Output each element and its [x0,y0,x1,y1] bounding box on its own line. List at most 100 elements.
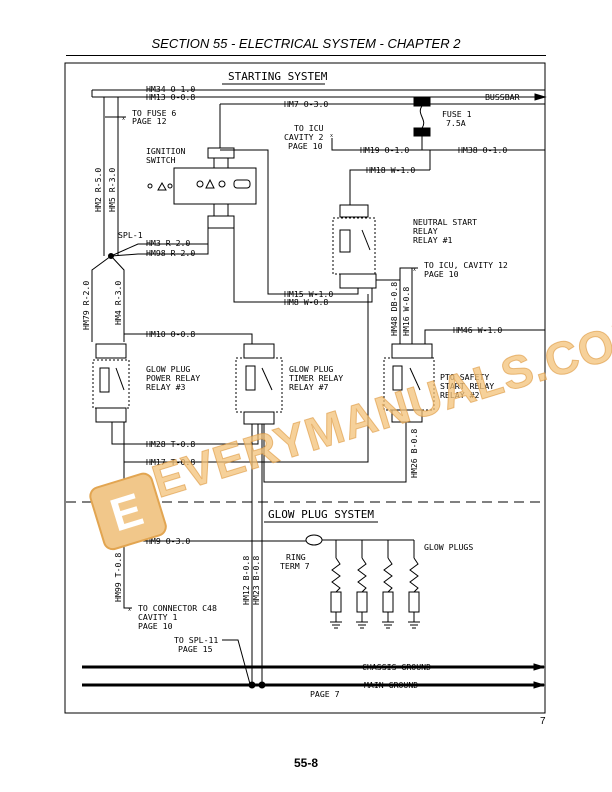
relay1-connector-bottom [339,273,377,289]
section-header: SECTION 55 - ELECTRICAL SYSTEM - CHAPTER… [151,36,461,51]
bussbar-label: BUSSBAR [485,92,520,102]
main-arrow [533,681,546,689]
relay3-connector-bottom [95,407,127,423]
ignition-switch-body [173,167,257,205]
spl1-label: SPL-1 [118,230,143,240]
relay2-connector-bottom [391,409,423,423]
ring-label-1: RING [286,552,306,562]
relay7-housing [235,357,283,413]
hm46-label: HM46 W-1.0 [453,325,502,335]
hm79-label: HM79 R-2.0 [81,281,91,330]
spl11-lead [222,639,251,685]
hm28-wire [111,422,259,445]
relay7-connector-bottom [243,411,275,425]
ignition-connector-bottom [207,215,235,229]
bussbar-arrow [534,93,547,101]
to-icu2-label-3: PAGE 10 [288,141,323,151]
to-icu2-label-2: CAVITY 2 [284,132,324,142]
relay1-switch [361,229,371,251]
ignition-label-2: SWITCH [146,155,176,165]
ring-terminal [305,534,323,546]
hm18-wire [349,169,430,205]
relay7-switch [261,367,273,391]
ignition-contact-2 [205,178,215,189]
diagram-frame [64,62,546,714]
glow-plug-system-title: GLOW PLUG SYSTEM [268,508,374,521]
to-icu12-label-1: TO ICU, CAVITY 12 [424,260,508,270]
relay1-coil [339,229,351,253]
hm15-wire [220,149,359,295]
to-c48-label-3: PAGE 10 [138,621,173,631]
fuse6-x: x [122,116,125,122]
to-icu2-label-1: TO ICU [294,123,324,133]
fuse1-connector-bottom [413,127,431,137]
icu12-lead [376,267,418,281]
icu2-x: x [330,133,333,139]
glow-plug-1 [330,540,342,629]
nsr-label-3: RELAY #1 [413,235,453,245]
hm79-wire [91,255,112,342]
hm18-label: HM18 W-1.0 [366,165,415,175]
hm26-label: HM26 B-0.8 [409,429,419,478]
glow-plugs-label: GLOW PLUGS [424,542,473,552]
ign-term-1 [147,183,153,189]
hm28-label: HM28 T-0.8 [146,439,195,449]
c48-x: x [128,607,131,613]
to-c48-label-1: TO CONNECTOR C48 [138,603,217,613]
hm17-label: HM17 T-0.8 [146,457,195,467]
hm98-wire [110,228,209,257]
relay1-housing [332,217,376,275]
hm48-label: HM48 DB-0.8 [389,282,399,336]
icu12-x: x [413,267,416,273]
hm16-label: HM16 W-0.8 [401,287,411,336]
gptr-label-3: RELAY #7 [289,382,329,392]
hm17-wire [123,294,369,463]
to-icu12-label-2: PAGE 10 [424,269,459,279]
hm3-label: HM3 R-2.0 [146,238,190,248]
relay2-switch [409,367,421,391]
hm5-label: HM5 R-3.0 [107,168,117,212]
glow-plug-4 [408,540,420,629]
ground-splice-2 [258,681,266,689]
ignition-label-1: IGNITION [146,146,186,156]
relay2-connector-top [391,343,433,359]
to-spl11-label-1: TO SPL-11 [174,635,218,645]
hm9-label: HM9 O-3.0 [146,536,190,546]
ignition-contact-1 [196,180,204,188]
relay7-connector-top [243,343,275,359]
gptr-label-2: TIMER RELAY [289,373,343,383]
hm38-label: HM38 O-1.0 [458,145,507,155]
ring-label-2: TERM 7 [280,561,310,571]
hm4-label: HM4 R-3.0 [113,281,123,325]
hm23-label: HM23 B-0.8 [251,556,261,605]
pto-label-1: PTO SAFETY [440,372,489,382]
hm7-label: HM7 O-3.0 [284,99,328,109]
pto-label-3: RELAY #2 [440,390,480,400]
glow-plug-2 [356,540,368,629]
glow-plug-3 [382,540,394,629]
fuse1-label-2: 7.5A [446,118,466,128]
hm26-wire [263,422,407,483]
hm10-wire [124,333,253,344]
to-fuse6-label-2: PAGE 12 [132,116,167,126]
hm99-label: HM99 T-0.8 [113,553,123,602]
to-fuse6-label-1: TO FUSE 6 [132,108,176,118]
hm12-label: HM12 B-0.8 [241,556,251,605]
gptr-label-1: GLOW PLUG [289,364,333,374]
to-spl11-label-2: PAGE 15 [178,644,213,654]
page7-label: PAGE 7 [310,689,340,699]
relay3-coil [99,367,110,393]
hm99-wire [123,541,132,609]
relay1-connector-top [339,204,369,218]
hm10-label: HM10 O-0.8 [146,329,195,339]
hm8-wire [233,228,373,303]
header-rule [66,55,546,56]
pto-label-2: START RELAY [440,381,494,391]
relay3-housing [92,359,130,409]
fuse1-label-1: FUSE 1 [442,109,472,119]
chassis-ground-label: CHASSIS GROUND [362,662,431,672]
figure-number: 7 [540,716,546,727]
relay3-switch [115,367,125,391]
